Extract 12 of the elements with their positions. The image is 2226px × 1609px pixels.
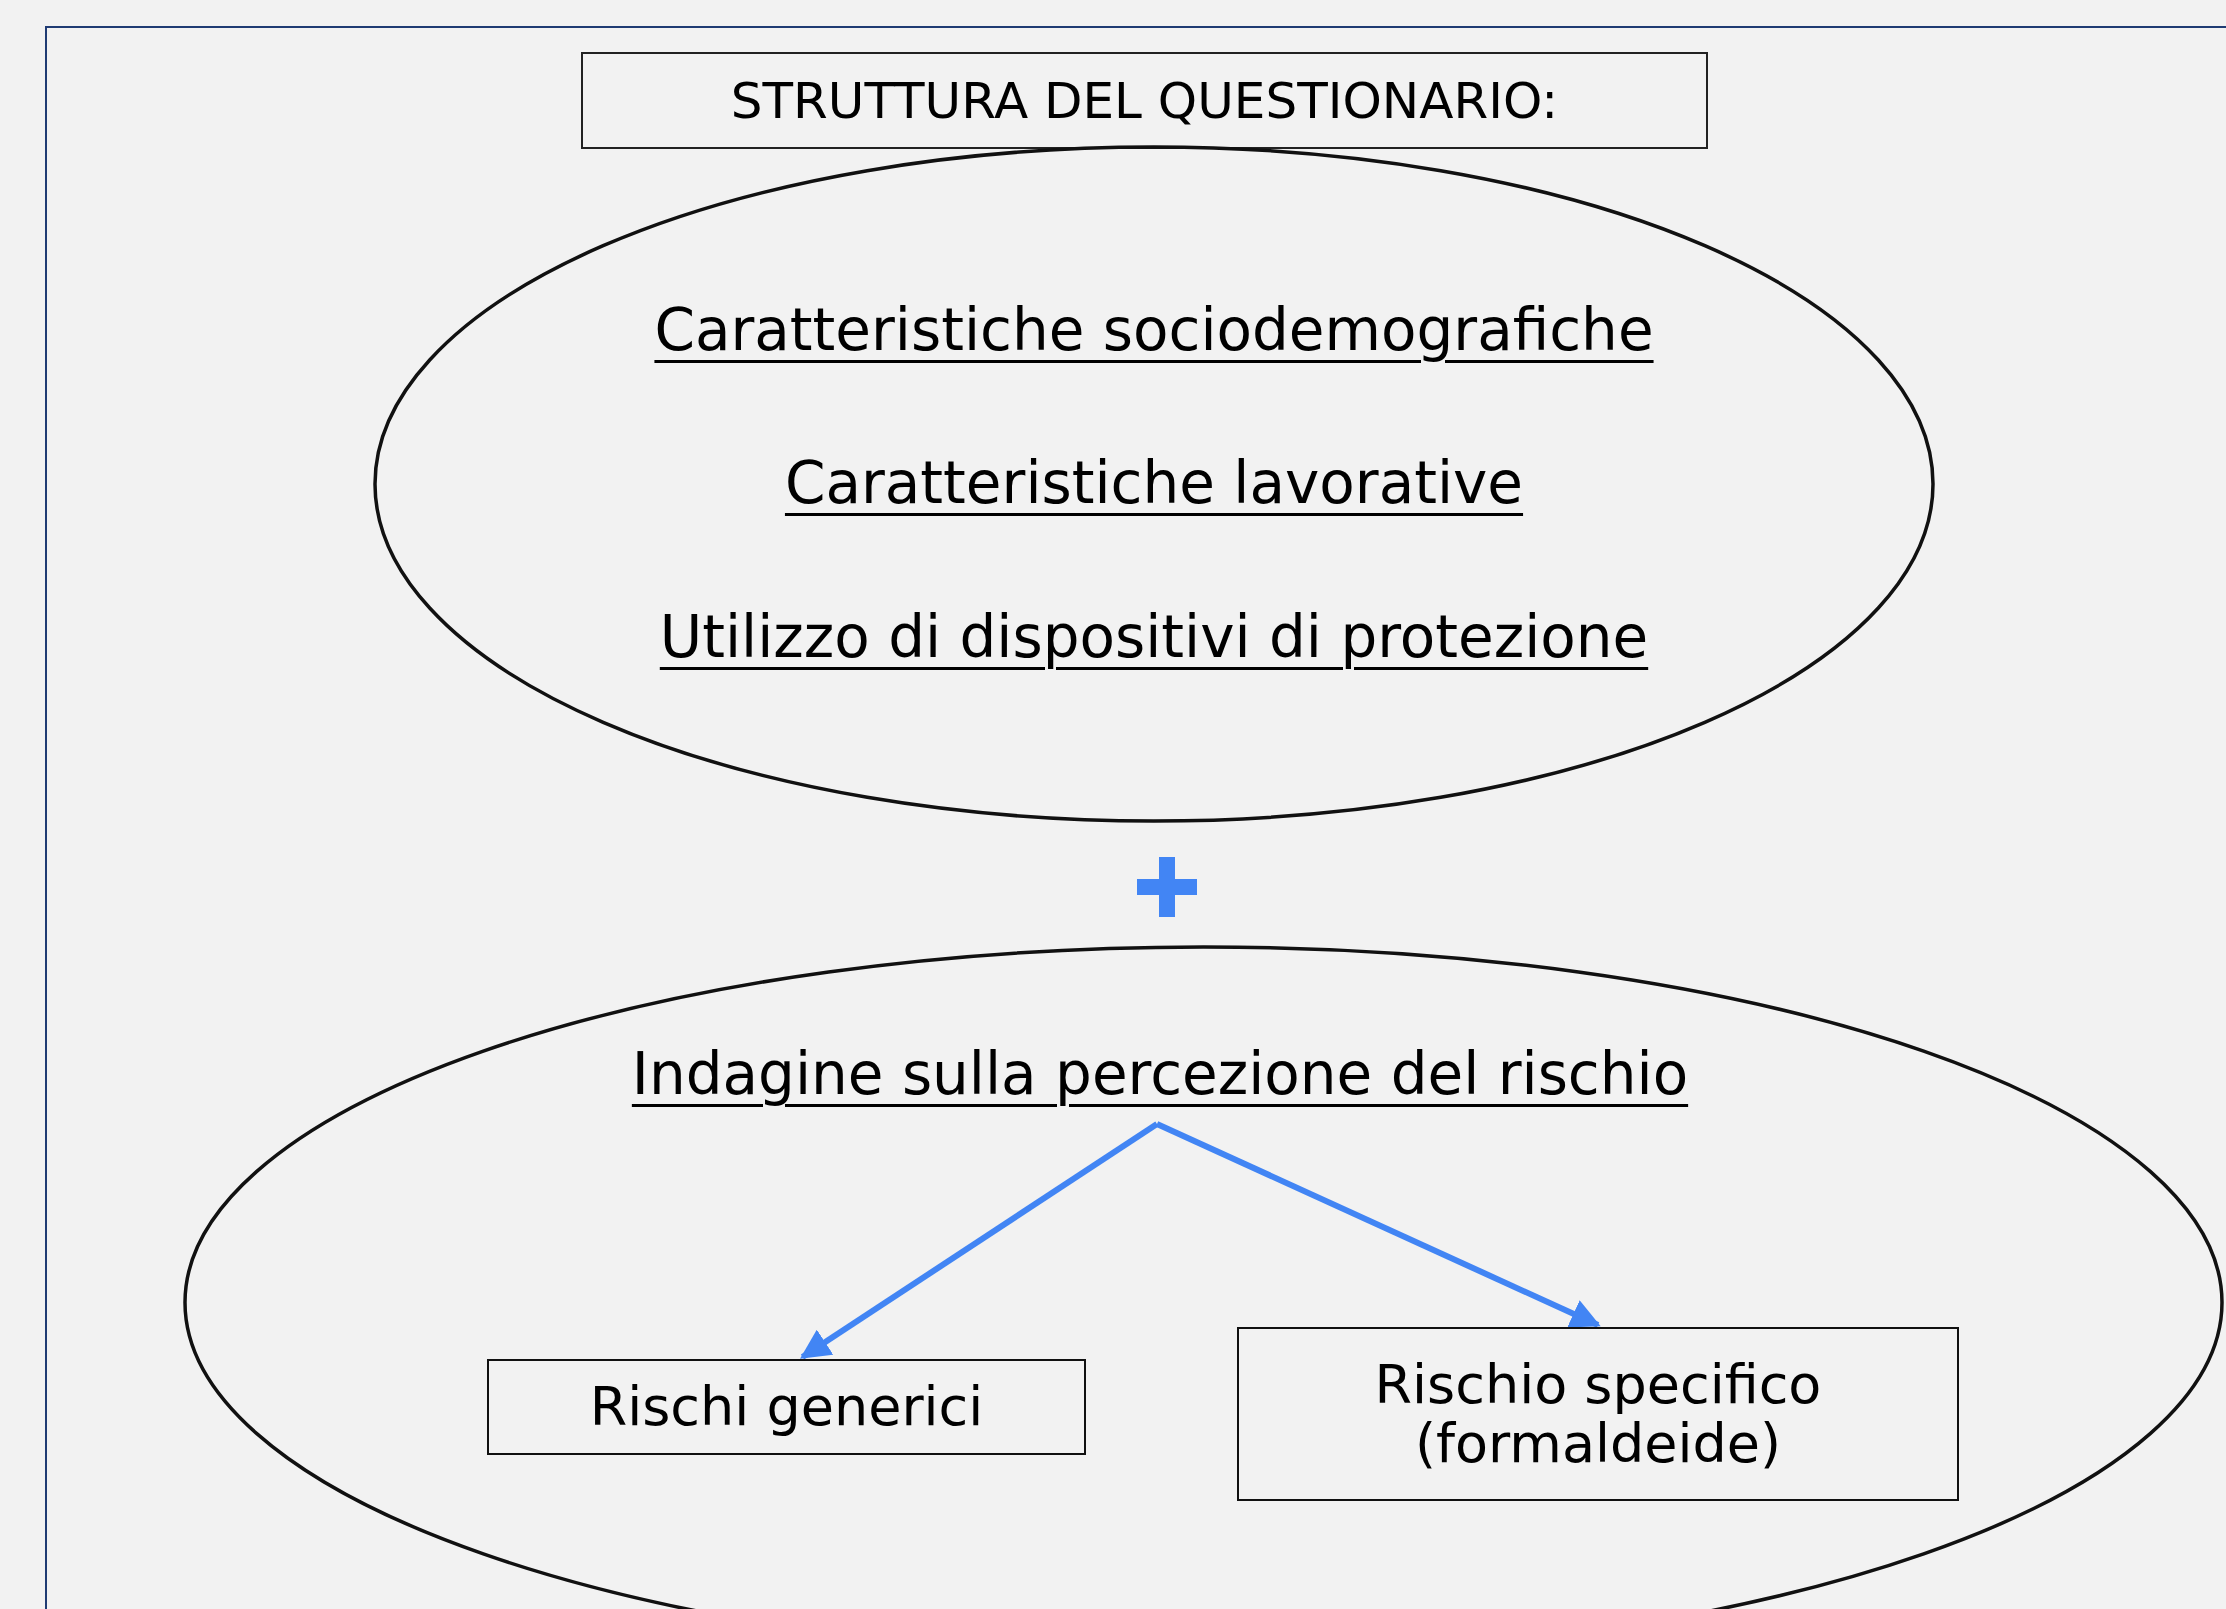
box-label: Rischi generici xyxy=(589,1377,984,1437)
topic-heading: Utilizzo di dispositivi di protezione xyxy=(659,602,1649,673)
ellipse-shape xyxy=(373,145,1935,823)
box-label: Rischio specifico (formaldeide) xyxy=(1373,1354,1823,1474)
topic-heading: Caratteristiche lavorative xyxy=(784,449,1524,519)
arrow xyxy=(800,1121,1159,1360)
topic-heading: Indagine sulla percezione del rischio xyxy=(520,1030,1800,1120)
arrow xyxy=(1155,1121,1601,1328)
text-box xyxy=(487,1359,1086,1455)
title-box: STRUTTURA DEL QUESTIONARIO: xyxy=(581,52,1708,149)
topic-heading: Caratteristiche sociodemografiche xyxy=(654,295,1654,366)
text-box xyxy=(1237,1327,1959,1501)
